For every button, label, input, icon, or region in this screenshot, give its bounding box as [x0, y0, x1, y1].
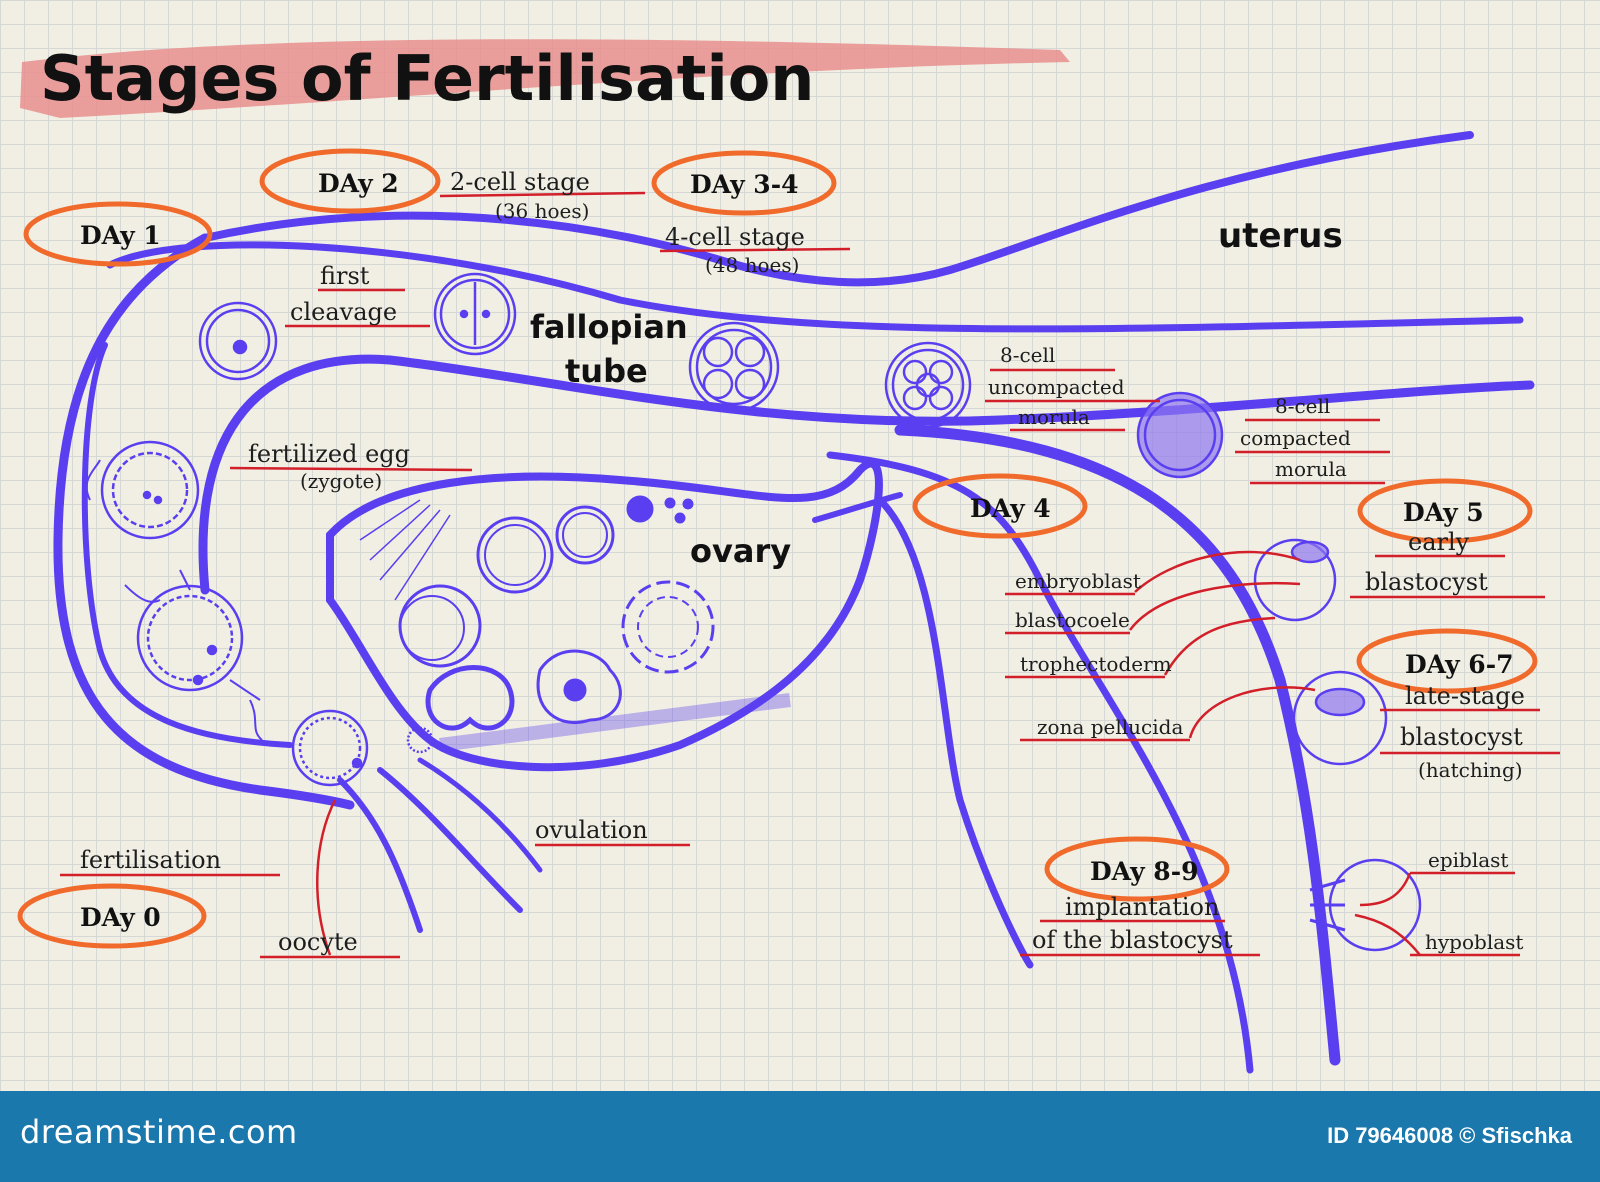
day34-circle	[651, 150, 837, 216]
compacted-label-1: 8-cell	[1275, 394, 1330, 418]
early-blastocyst-label-2: blastocyst	[1365, 568, 1488, 596]
first-cleavage-cell	[198, 301, 278, 381]
day89-label: DAy 8-9	[1090, 857, 1198, 886]
uterus-label: uterus	[1218, 216, 1343, 256]
tube-outer-upper	[53, 233, 355, 810]
ovulation-label: ovulation	[535, 816, 648, 844]
uterus-left-wall	[876, 496, 1034, 969]
zygote-cell	[100, 440, 200, 540]
two-cell-embryo	[433, 272, 517, 356]
uterus-outer-wall	[894, 424, 1341, 1066]
first-cleavage-label-1: first	[320, 262, 370, 290]
blastocoele-label: blastocoele	[1015, 608, 1130, 632]
uncompacted-label-3: morula	[1018, 405, 1090, 429]
hypoblast-label: hypoblast	[1425, 930, 1523, 954]
day-circles	[17, 148, 1538, 949]
tube-outer-top	[201, 131, 1474, 287]
follicle-medium	[476, 516, 554, 594]
implantation-label-1: implantation	[1065, 893, 1219, 921]
corpus-albicans	[536, 649, 622, 725]
grid-paper-background	[0, 0, 1600, 1091]
ligament-line	[812, 492, 903, 523]
compacted-morula	[1136, 391, 1224, 479]
fimbriae-1	[337, 777, 423, 933]
ovary-hatching	[359, 499, 791, 752]
uncompacted-label-1: 8-cell	[1000, 343, 1055, 367]
early-blastocyst	[1253, 538, 1337, 622]
late-blastocyst	[1292, 670, 1388, 766]
day0-label: DAy 0	[80, 903, 161, 932]
ovary-label: ovary	[690, 532, 791, 570]
pointer-arrows	[316, 550, 1421, 956]
day1-circle	[23, 201, 213, 267]
fimbriae-2	[377, 767, 523, 913]
footer-bar: dreamstime.com ID 79646008 © Sfischka	[0, 1091, 1600, 1182]
sperm-cells	[85, 459, 263, 741]
page-title: Stages of Fertilisation	[40, 42, 814, 115]
zona-pellucida-label: zona pellucida	[1037, 715, 1183, 739]
fertilisation-label: fertilisation	[80, 846, 221, 874]
uterus-inner-wall	[826, 451, 1254, 1074]
footer-credit: ID 79646008 © Sfischka	[1327, 1123, 1572, 1148]
late-blastocyst-label-2: blastocyst	[1400, 723, 1523, 751]
late-blastocyst-label-3: (hatching)	[1418, 758, 1523, 782]
day5-label: DAy 5	[1403, 498, 1484, 527]
day89-circle	[1044, 836, 1230, 902]
late-blastocyst-label-1: late-stage	[1405, 682, 1525, 710]
four-cell-hours: (48 hoes)	[705, 253, 799, 277]
compacted-label-2: compacted	[1240, 426, 1351, 450]
footer-brand[interactable]: dreamstime.com	[20, 1113, 298, 1151]
fertilisation-diagram: Stages of Fertilisation	[17, 39, 1560, 1074]
day2-label: DAy 2	[318, 169, 399, 198]
fimbriae-3	[417, 757, 543, 873]
day1-label: DAy 1	[80, 221, 161, 250]
underlines	[60, 191, 1560, 959]
two-cell-label: 2-cell stage	[450, 168, 590, 196]
first-cleavage-label-2: cleavage	[290, 298, 397, 326]
tube-label: tube	[565, 352, 648, 390]
day34-label: DAy 3-4	[690, 170, 798, 199]
uncompacted-label-2: uncompacted	[988, 375, 1125, 399]
ruptured-follicle	[425, 665, 515, 731]
compacted-label-3: morula	[1275, 457, 1347, 481]
trophectoderm-label: trophectoderm	[1020, 652, 1172, 676]
sperm-egg	[136, 584, 244, 692]
follicle-small	[555, 505, 615, 565]
uncompacted-morula	[884, 341, 972, 429]
ovary-follicles	[398, 495, 715, 731]
embryo-stages	[100, 272, 1422, 952]
implantation-label-2: of the blastocyst	[1032, 926, 1233, 954]
two-cell-hours: (36 hoes)	[495, 199, 589, 223]
oocyte-cell	[291, 709, 369, 787]
day67-label: DAy 6-7	[1405, 650, 1513, 679]
oocyte-label: oocyte	[278, 928, 358, 956]
embryoblast-label: embryoblast	[1015, 569, 1141, 593]
day5-circle	[1357, 478, 1533, 544]
day4-label: DAy 4	[970, 494, 1051, 523]
day2-circle	[259, 148, 441, 214]
day0-circle	[17, 883, 207, 949]
title-brush-stroke	[20, 39, 1070, 118]
tube-inner-top	[106, 241, 1524, 333]
four-cell-embryo	[688, 321, 780, 413]
epiblast-label: epiblast	[1428, 848, 1508, 872]
fertilized-egg-label: fertilized egg	[248, 440, 410, 468]
zygote-label: (zygote)	[300, 469, 382, 493]
early-blastocyst-label-1: early	[1408, 528, 1470, 556]
tube-inner-lower	[81, 342, 293, 748]
four-cell-label: 4-cell stage	[665, 223, 805, 251]
day67-circle	[1356, 628, 1538, 694]
corpus-luteum	[621, 580, 715, 674]
day4-circle	[912, 473, 1088, 539]
fallopian-label: fallopian	[530, 308, 688, 346]
